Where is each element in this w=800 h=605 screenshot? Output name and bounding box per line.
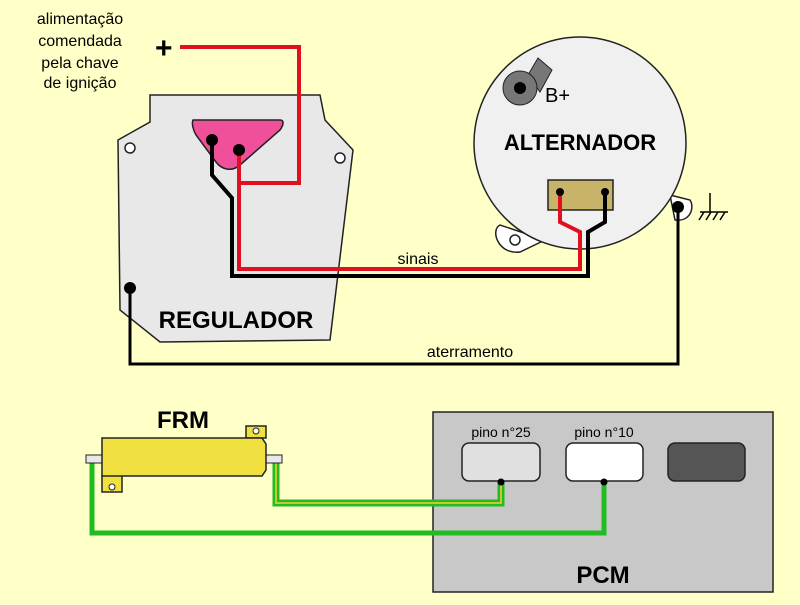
pcm-pin-25-label: pino n°25 xyxy=(471,424,531,440)
regulator-body xyxy=(117,94,354,343)
ground-wire-label: aterramento xyxy=(427,344,513,361)
regulator-mount-hole-left xyxy=(124,142,136,154)
regulator-title: REGULADOR xyxy=(159,307,314,334)
alternator-ground-terminal xyxy=(672,201,684,213)
supply-note: alimentação comendada pela chave de igni… xyxy=(37,11,123,92)
frm-title: FRM xyxy=(157,407,209,434)
regulator-alternator-wiring xyxy=(128,45,680,366)
signals-wire-label: sinais xyxy=(398,251,439,268)
frm-bottom-mount-hole xyxy=(108,483,116,491)
frm-wire-to-pin-25-stripe xyxy=(275,460,502,504)
regulator-plug-pin-black xyxy=(206,134,218,146)
ground-wire xyxy=(128,207,680,366)
supply-note-line-3: pela chave xyxy=(41,55,118,72)
frm-pcm-wiring xyxy=(89,460,607,536)
alternator-title: ALTERNADOR xyxy=(504,130,656,155)
regulator: REGULADOR xyxy=(117,94,354,343)
pcm-pin-10-label: pino n°10 xyxy=(574,424,634,440)
alternator: B+ ALTERNADOR xyxy=(473,36,693,253)
signal-wire-red xyxy=(237,150,582,271)
frm-wire-to-pin-10 xyxy=(89,460,607,536)
pcm-pin-25-wire-terminal xyxy=(497,478,505,486)
supply-note-line-2: comendada xyxy=(38,33,122,50)
alternator-terminal-label: B+ xyxy=(545,85,570,107)
pcm-pin-25-socket xyxy=(461,442,541,482)
supply-wire-red xyxy=(180,45,301,185)
alternator-b-plus-stud xyxy=(514,82,526,94)
frm: FRM xyxy=(85,407,283,493)
frm-body xyxy=(101,437,267,477)
pcm-pin-10-socket xyxy=(565,442,644,482)
alternator-lower-mount-hole xyxy=(509,234,521,246)
alternator-connector-pin-red xyxy=(556,188,564,196)
signal-wire-black xyxy=(210,142,607,278)
supply-note-line-1: alimentação xyxy=(37,11,123,28)
regulator-ground-terminal xyxy=(124,282,136,294)
ground-icon xyxy=(698,193,728,221)
supply-plus-sign: + xyxy=(155,32,173,65)
regulator-plug-pin-red xyxy=(233,144,245,156)
pcm-pin-10-wire-terminal xyxy=(600,478,608,486)
alternator-connector-pin-black xyxy=(601,188,609,196)
pcm-title: PCM xyxy=(576,562,629,589)
supply-note-line-4: de ignição xyxy=(44,75,117,92)
frm-top-mount-hole xyxy=(252,427,260,435)
regulator-mount-hole-right xyxy=(334,152,346,164)
pcm-unused-socket xyxy=(667,442,746,482)
